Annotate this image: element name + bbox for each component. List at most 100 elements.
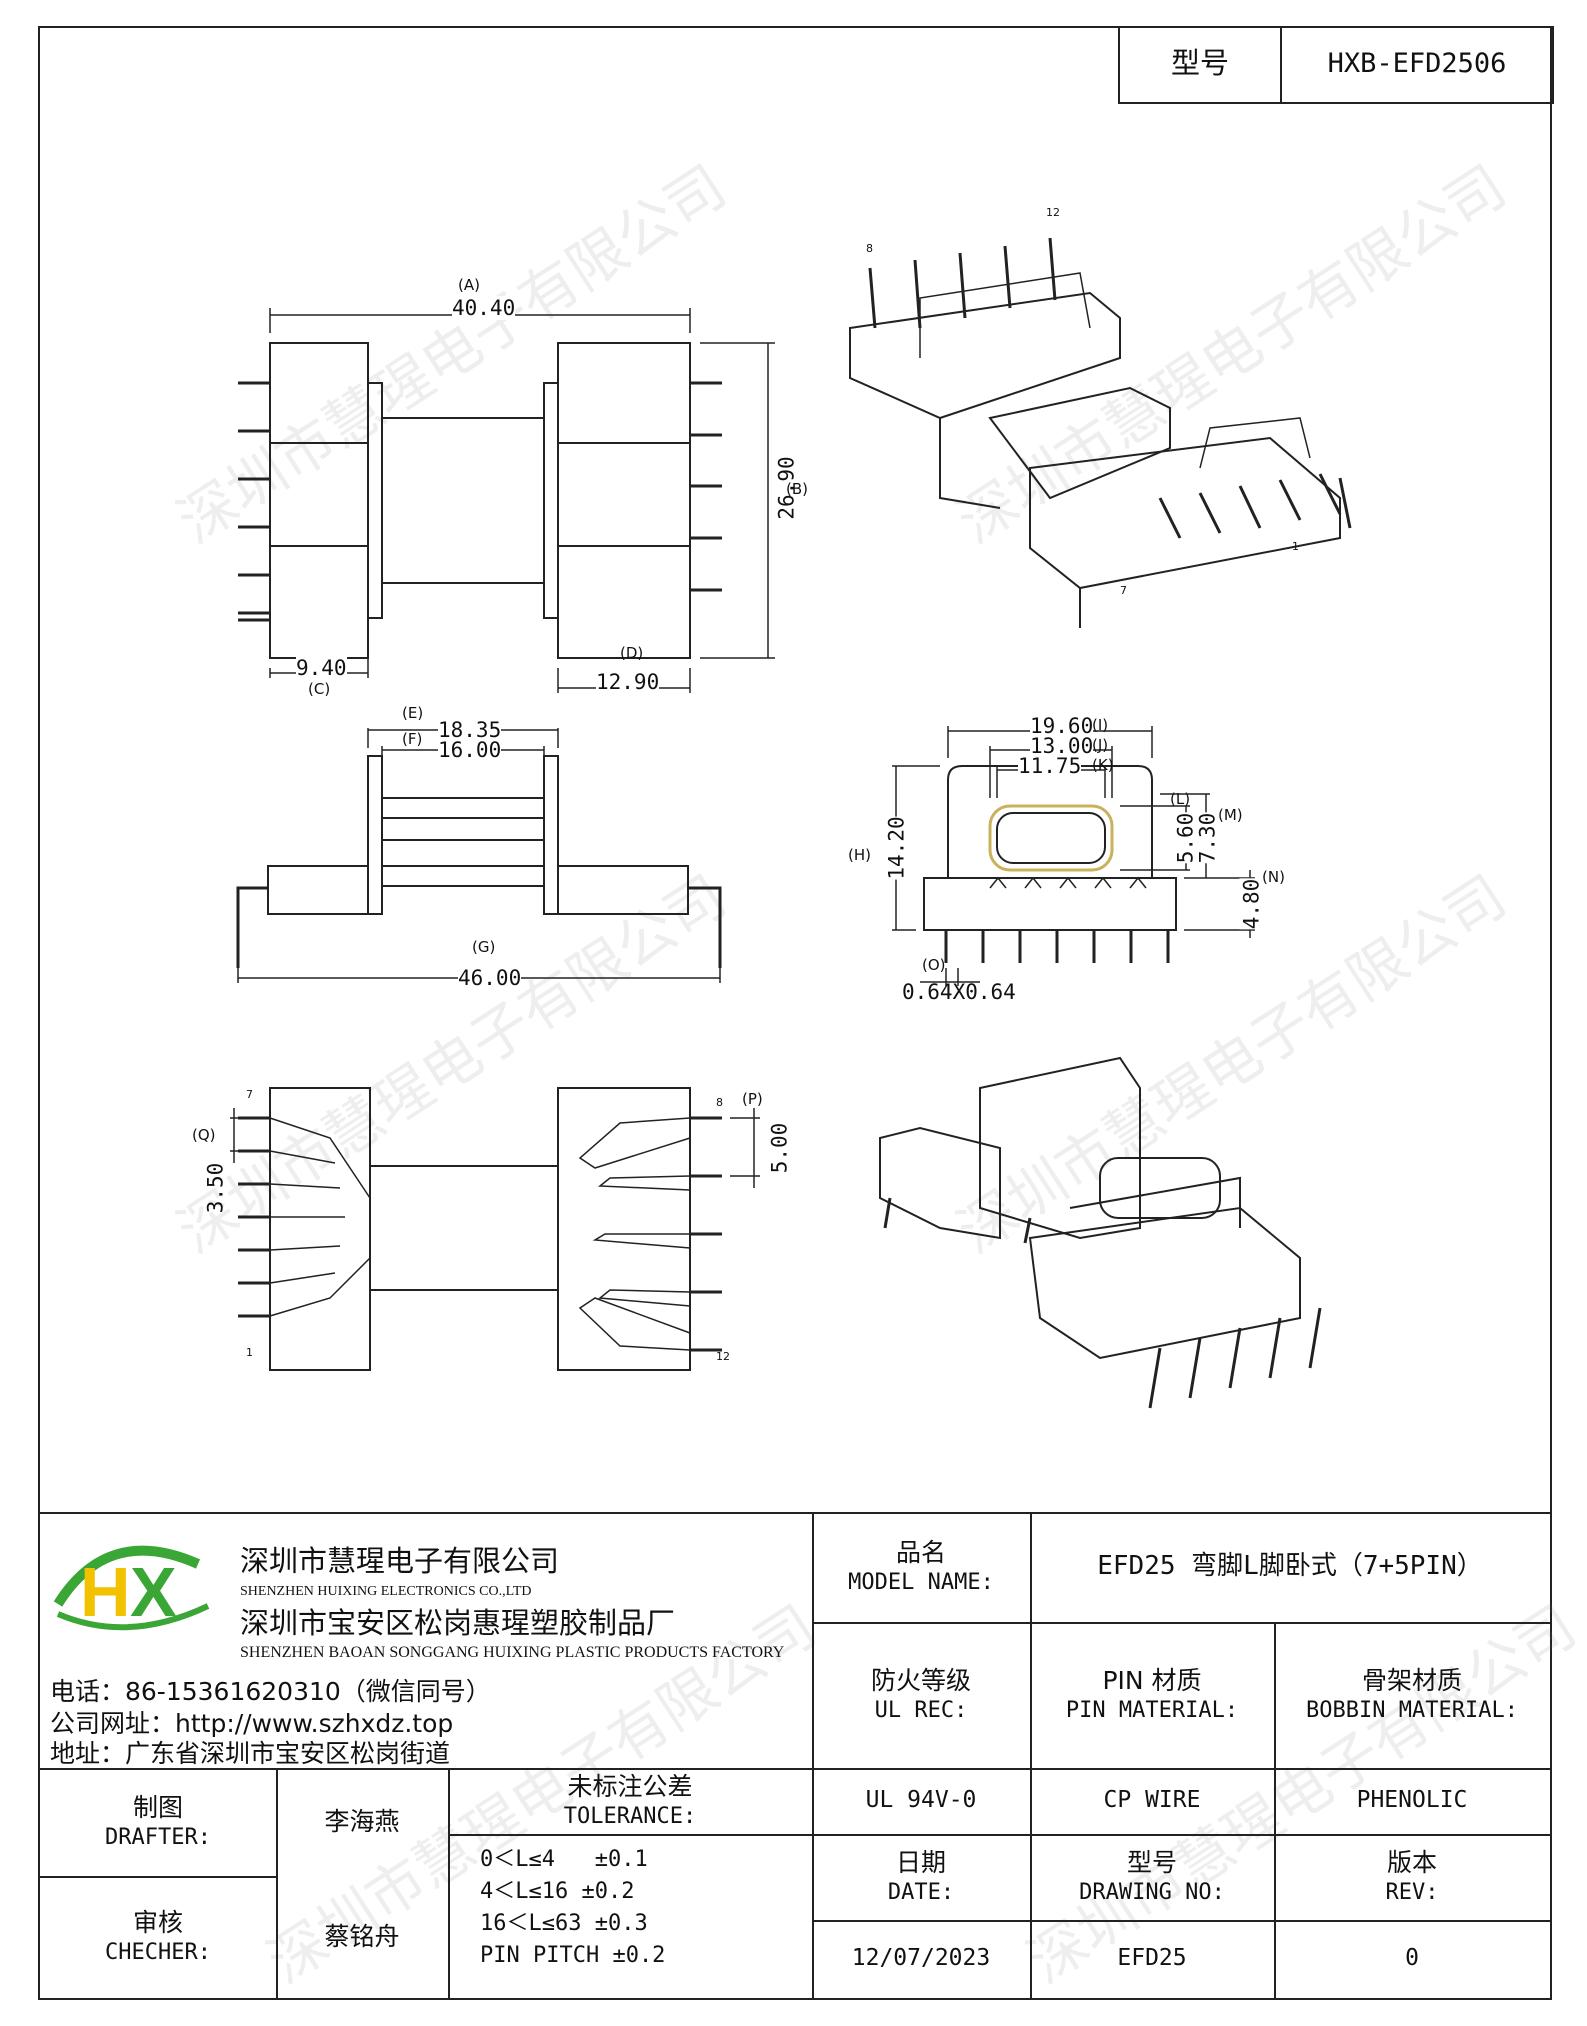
dim-i-label: (I) bbox=[1092, 716, 1109, 734]
drawing-no-value: EFD25 bbox=[1117, 1945, 1187, 1972]
ul-en: UL REC: bbox=[874, 1697, 968, 1723]
dim-d-value: 12.90 bbox=[596, 670, 660, 694]
dim-o-label: (O) bbox=[922, 956, 946, 974]
dim-f-label: (F) bbox=[402, 730, 423, 748]
drawing-no-en: DRAWING NO: bbox=[1079, 1879, 1225, 1905]
pin-number: 8 bbox=[866, 242, 873, 255]
dim-n-value: 4.80 bbox=[1239, 878, 1264, 930]
pin-material-cn: PIN 材质 bbox=[1102, 1665, 1202, 1695]
date-en: DATE: bbox=[887, 1879, 955, 1905]
dim-o-value: 0.64X0.64 bbox=[902, 980, 1016, 1004]
checker-value: 蔡铭舟 bbox=[324, 1922, 400, 1951]
bobbin-material-en: BOBBIN MATERIAL: bbox=[1306, 1697, 1518, 1723]
dim-e-label: (E) bbox=[402, 704, 424, 722]
date-label: 日期 DATE: bbox=[812, 1834, 1030, 1920]
drafter-cn: 制图 bbox=[132, 1792, 183, 1822]
pin-number: 12 bbox=[716, 1350, 730, 1363]
model-header-value: HXB-EFD2506 bbox=[1327, 47, 1507, 79]
dim-a-value: 40.40 bbox=[452, 296, 516, 320]
model-name-cn: 品名 bbox=[895, 1537, 946, 1567]
svg-text:X: X bbox=[130, 1553, 177, 1631]
dim-d-label: (D) bbox=[620, 644, 644, 662]
dim-m-label: (M) bbox=[1218, 806, 1243, 824]
bobbin-material-value: PHENOLIC bbox=[1356, 1787, 1468, 1814]
dim-j-label: (J) bbox=[1092, 736, 1109, 754]
drawing-no-cn: 型号 bbox=[1126, 1847, 1177, 1877]
factory-name-cn: 深圳市宝安区松岗惠瑆塑胶制品厂 bbox=[240, 1606, 676, 1640]
dim-l-label: (L) bbox=[1170, 790, 1191, 808]
title-block: H X 深圳市慧瑆电子有限公司 SHENZHEN HUIXING ELECTRO… bbox=[40, 1512, 1550, 1998]
tolerance-en: TOLERANCE: bbox=[563, 1803, 697, 1829]
company-phone: 电话：86-15361620310（微信同号） bbox=[50, 1677, 491, 1706]
tolerance-line: 0＜L≤4 ±0.1 bbox=[480, 1847, 648, 1872]
dim-g-value: 46.00 bbox=[458, 966, 522, 990]
tolerance-cn: 未标注公差 bbox=[567, 1771, 693, 1801]
pin-number: 8 bbox=[716, 1096, 723, 1109]
pin-number: 12 bbox=[1046, 206, 1060, 219]
pin-material-label: PIN 材质 PIN MATERIAL: bbox=[1030, 1622, 1274, 1768]
date-cn: 日期 bbox=[895, 1847, 946, 1877]
svg-text:H: H bbox=[80, 1553, 131, 1631]
checker-cn: 审核 bbox=[132, 1907, 183, 1937]
pin-material-value: CP WIRE bbox=[1103, 1787, 1201, 1814]
dim-l-value: 5.60 bbox=[1173, 812, 1198, 864]
dim-k-value: 11.75 bbox=[1018, 754, 1082, 778]
dim-p-value: 5.00 bbox=[767, 1122, 792, 1174]
date-value: 12/07/2023 bbox=[851, 1945, 991, 1972]
ul-value: UL 94V-0 bbox=[865, 1787, 977, 1814]
pin-number: 1 bbox=[246, 1346, 253, 1359]
checker-label: 审核 CHECHER: bbox=[40, 1876, 276, 1998]
bottom-view bbox=[230, 1087, 760, 1371]
dim-f-value: 16.00 bbox=[438, 738, 502, 762]
top-view bbox=[238, 308, 775, 693]
rev-en: REV: bbox=[1385, 1879, 1439, 1905]
company-address: 地址：广东省深圳市宝安区松岗街道 bbox=[50, 1739, 451, 1768]
dim-k-label: (K) bbox=[1092, 756, 1114, 774]
dim-q-label: (Q) bbox=[192, 1126, 216, 1144]
dim-b-label: (B) bbox=[786, 480, 808, 498]
dim-q-value: 3.50 bbox=[203, 1162, 228, 1214]
company-name-en: SHENZHEN HUIXING ELECTRONICS CO.,LTD bbox=[240, 1584, 532, 1599]
bobbin-material-label: 骨架材质 BOBBIN MATERIAL: bbox=[1274, 1622, 1550, 1768]
tolerance-label: 未标注公差 TOLERANCE: bbox=[448, 1768, 812, 1834]
dim-m-value: 7.30 bbox=[1195, 812, 1220, 864]
drawing-sheet: 型号 HXB-EFD2506 深圳市慧瑆电子有限公司 深圳市慧瑆电子有限公司 深… bbox=[38, 26, 1587, 2000]
checker-en: CHECHER: bbox=[105, 1939, 211, 1965]
dim-n-label: (N) bbox=[1262, 868, 1285, 886]
rev-cn: 版本 bbox=[1386, 1847, 1437, 1877]
drafter-label: 制图 DRAFTER: bbox=[40, 1768, 276, 1876]
iso-view-top bbox=[849, 237, 1352, 628]
drafter-en: DRAFTER: bbox=[105, 1824, 211, 1850]
company-website: 公司网址：http://www.szhxdz.top bbox=[50, 1709, 454, 1738]
technical-drawing bbox=[230, 237, 1352, 1409]
pin-number: 1 bbox=[1292, 540, 1299, 553]
dim-a-label: (A) bbox=[458, 276, 480, 294]
dim-g-label: (G) bbox=[472, 938, 496, 956]
tolerance-table: 0＜L≤4 ±0.1 4＜L≤16 ±0.2 16＜L≤63 ±0.3 PIN … bbox=[480, 1844, 810, 1972]
ul-label: 防火等级 UL REC: bbox=[812, 1622, 1030, 1768]
bobbin-material-cn: 骨架材质 bbox=[1361, 1665, 1462, 1695]
pin-number: 7 bbox=[246, 1088, 253, 1101]
pin-material-en: PIN MATERIAL: bbox=[1065, 1697, 1239, 1723]
tolerance-line: 4＜L≤16 ±0.2 bbox=[480, 1879, 635, 1904]
ul-cn: 防火等级 bbox=[870, 1665, 971, 1695]
tolerance-line: PIN PITCH ±0.2 bbox=[480, 1943, 666, 1968]
drafter-value: 李海燕 bbox=[324, 1807, 400, 1836]
iso-view-bottom bbox=[879, 1056, 1322, 1409]
dim-c-value: 9.40 bbox=[296, 656, 347, 680]
model-header-label: 型号 bbox=[1120, 26, 1282, 102]
dim-p-label: (P) bbox=[742, 1090, 763, 1108]
dim-h-label: (H) bbox=[848, 846, 871, 864]
tolerance-line: 16＜L≤63 ±0.3 bbox=[480, 1911, 648, 1936]
model-name-label: 品名 MODEL NAME: bbox=[812, 1512, 1030, 1622]
company-name-cn: 深圳市慧瑆电子有限公司 bbox=[240, 1544, 560, 1578]
pin-number: 7 bbox=[1120, 584, 1127, 597]
model-name-en: MODEL NAME: bbox=[848, 1569, 994, 1595]
rev-label: 版本 REV: bbox=[1274, 1834, 1550, 1920]
factory-name-en: SHENZHEN BAOAN SONGGANG HUIXING PLASTIC … bbox=[240, 1644, 785, 1661]
dim-h-value: 14.20 bbox=[884, 816, 909, 880]
company-logo: H X bbox=[48, 1534, 218, 1642]
rev-value: 0 bbox=[1405, 1945, 1419, 1972]
model-name-value: EFD25 弯脚L脚卧式（7+5PIN） bbox=[1097, 1551, 1483, 1582]
model-header-box: 型号 HXB-EFD2506 bbox=[1118, 26, 1554, 104]
